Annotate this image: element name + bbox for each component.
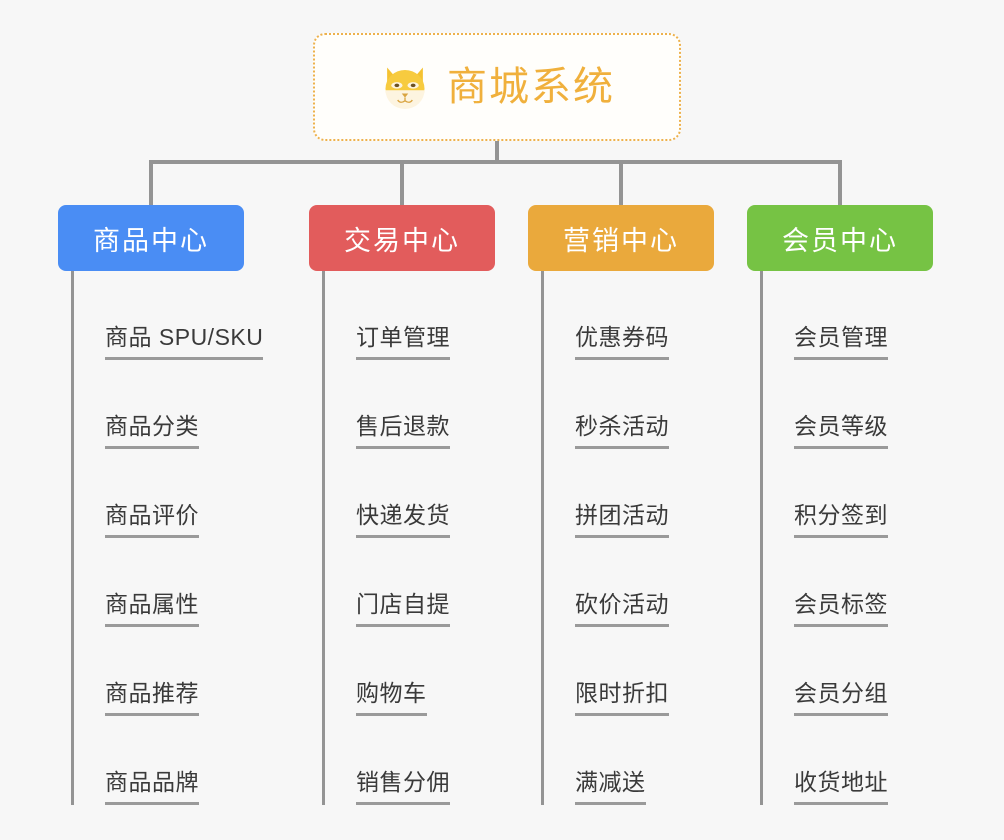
branch-trade-center: 交易中心 订单管理 售后退款 快递发货 门店自提 购物车 销售分佣 — [309, 205, 495, 805]
connector-drop-3 — [619, 160, 623, 205]
leaf-label: 订单管理 — [356, 324, 450, 360]
connector-bus — [149, 160, 842, 164]
leaf-label: 收货地址 — [794, 769, 888, 805]
leaf-item[interactable]: 会员分组 — [760, 627, 933, 716]
leaf-label: 会员管理 — [794, 324, 888, 360]
branch-member-center: 会员中心 会员管理 会员等级 积分签到 会员标签 会员分组 收货地址 — [747, 205, 933, 805]
branch-product-center: 商品中心 商品 SPU/SKU 商品分类 商品评价 商品属性 商品推荐 商品品牌 — [58, 205, 264, 805]
leaf-item[interactable]: 商品推荐 — [71, 627, 244, 716]
branch-header-label: 会员中心 — [782, 225, 898, 256]
leaf-label: 限时折扣 — [575, 680, 669, 716]
leaf-spine — [71, 271, 74, 805]
leaf-item[interactable]: 订单管理 — [322, 271, 495, 360]
branch-header-product-center[interactable]: 商品中心 — [58, 205, 244, 271]
leaf-label: 会员标签 — [794, 591, 888, 627]
leaf-item[interactable]: 销售分佣 — [322, 716, 495, 805]
leaf-label: 购物车 — [356, 680, 427, 716]
branch-marketing-center: 营销中心 优惠券码 秒杀活动 拼团活动 砍价活动 限时折扣 满减送 — [528, 205, 714, 805]
leaf-item[interactable]: 积分签到 — [760, 449, 933, 538]
root-node[interactable]: 商城系统 — [313, 33, 681, 141]
leaf-item[interactable]: 购物车 — [322, 627, 495, 716]
leaf-item[interactable]: 拼团活动 — [541, 449, 714, 538]
dog-face-icon — [379, 61, 431, 113]
leaf-item[interactable]: 商品评价 — [71, 449, 244, 538]
connector-drop-4 — [838, 160, 842, 205]
leaf-label: 售后退款 — [356, 413, 450, 449]
leaf-list-product-center: 商品 SPU/SKU 商品分类 商品评价 商品属性 商品推荐 商品品牌 — [71, 271, 264, 805]
leaf-label: 销售分佣 — [356, 769, 450, 805]
leaf-item[interactable]: 商品属性 — [71, 538, 244, 627]
leaf-label: 商品品牌 — [105, 769, 199, 805]
leaf-label: 商品 SPU/SKU — [105, 324, 264, 360]
leaf-item[interactable]: 秒杀活动 — [541, 360, 714, 449]
leaf-label: 快递发货 — [356, 502, 450, 538]
leaf-item[interactable]: 会员管理 — [760, 271, 933, 360]
connector-drop-2 — [400, 160, 404, 205]
branch-header-label: 商品中心 — [93, 225, 209, 256]
leaf-spine — [760, 271, 763, 805]
branch-header-marketing-center[interactable]: 营销中心 — [528, 205, 714, 271]
leaf-label: 砍价活动 — [575, 591, 669, 627]
leaf-item[interactable]: 商品分类 — [71, 360, 244, 449]
root-title: 商城系统 — [447, 65, 615, 109]
leaf-item[interactable]: 限时折扣 — [541, 627, 714, 716]
leaf-list-marketing-center: 优惠券码 秒杀活动 拼团活动 砍价活动 限时折扣 满减送 — [541, 271, 714, 805]
leaf-label: 门店自提 — [356, 591, 450, 627]
leaf-spine — [541, 271, 544, 805]
leaf-label: 商品属性 — [105, 591, 199, 627]
leaf-label: 会员等级 — [794, 413, 888, 449]
leaf-list-member-center: 会员管理 会员等级 积分签到 会员标签 会员分组 收货地址 — [760, 271, 933, 805]
leaf-label: 商品评价 — [105, 502, 199, 538]
leaf-item[interactable]: 满减送 — [541, 716, 714, 805]
leaf-label: 满减送 — [575, 769, 646, 805]
leaf-item[interactable]: 砍价活动 — [541, 538, 714, 627]
branch-header-label: 交易中心 — [344, 225, 460, 256]
leaf-item[interactable]: 会员等级 — [760, 360, 933, 449]
branch-header-label: 营销中心 — [563, 225, 679, 256]
leaf-item[interactable]: 商品品牌 — [71, 716, 244, 805]
leaf-item[interactable]: 售后退款 — [322, 360, 495, 449]
leaf-item[interactable]: 会员标签 — [760, 538, 933, 627]
leaf-label: 秒杀活动 — [575, 413, 669, 449]
leaf-item[interactable]: 快递发货 — [322, 449, 495, 538]
leaf-item[interactable]: 优惠券码 — [541, 271, 714, 360]
leaf-spine — [322, 271, 325, 805]
leaf-item[interactable]: 收货地址 — [760, 716, 933, 805]
leaf-label: 商品分类 — [105, 413, 199, 449]
branch-header-trade-center[interactable]: 交易中心 — [309, 205, 495, 271]
leaf-label: 拼团活动 — [575, 502, 669, 538]
leaf-list-trade-center: 订单管理 售后退款 快递发货 门店自提 购物车 销售分佣 — [322, 271, 495, 805]
leaf-item[interactable]: 门店自提 — [322, 538, 495, 627]
leaf-label: 商品推荐 — [105, 680, 199, 716]
connector-drop-1 — [149, 160, 153, 205]
leaf-label: 优惠券码 — [575, 324, 669, 360]
branch-header-member-center[interactable]: 会员中心 — [747, 205, 933, 271]
connector-root-stem — [495, 141, 499, 164]
leaf-label: 积分签到 — [794, 502, 888, 538]
leaf-item[interactable]: 商品 SPU/SKU — [71, 271, 264, 360]
leaf-label: 会员分组 — [794, 680, 888, 716]
